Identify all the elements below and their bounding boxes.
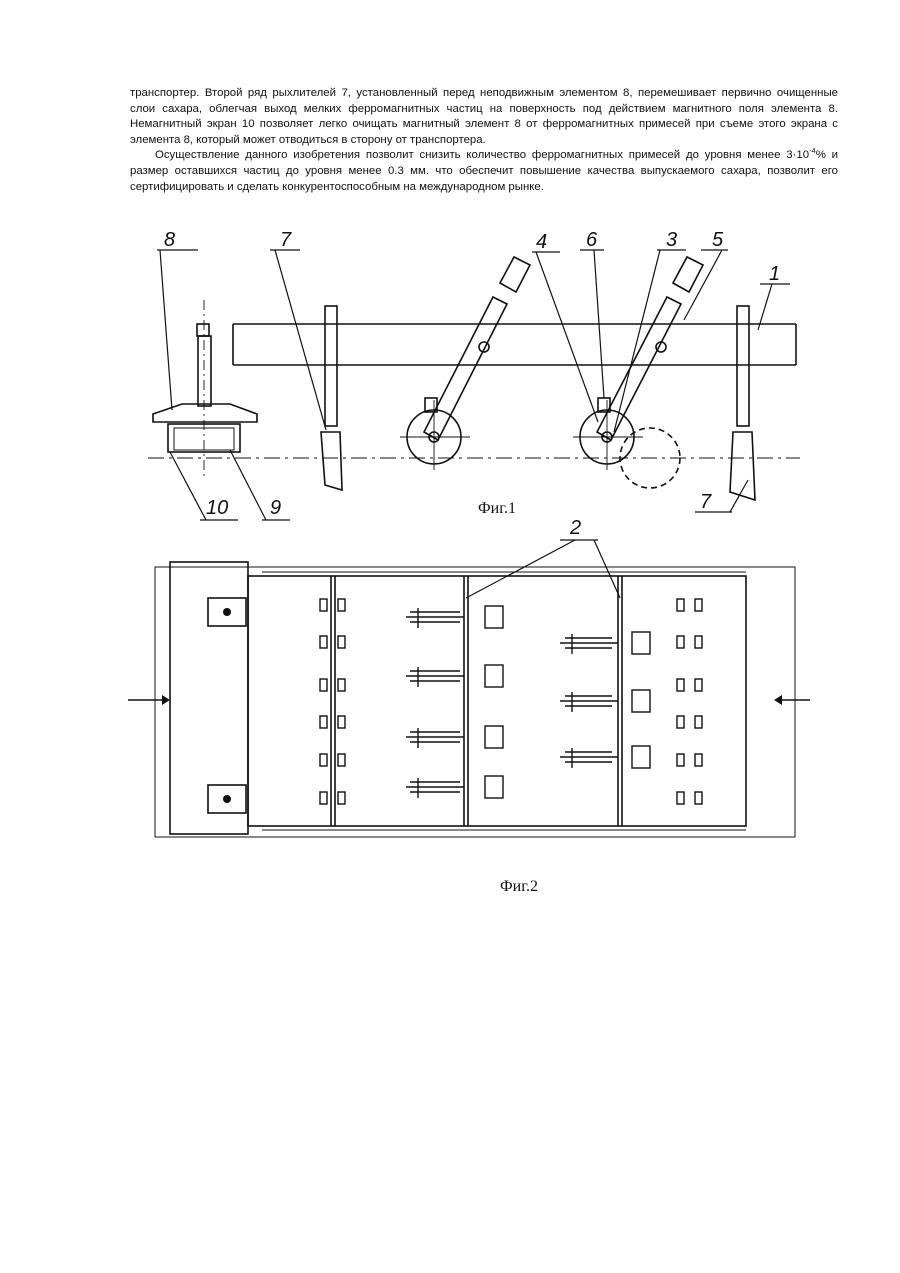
leader-7a [275, 250, 326, 430]
fig2-small-tooth [695, 754, 702, 766]
fig2-small-tooth [695, 599, 702, 611]
label-7b: 7 [700, 491, 712, 513]
magnet-stem [198, 336, 211, 406]
leader-2b [594, 540, 620, 598]
fig2-small-tooth [320, 599, 327, 611]
fig2-small-tooth [338, 754, 345, 766]
fig2-small-tooth [320, 716, 327, 728]
leader-10 [170, 452, 206, 520]
fig2-small-tooth [677, 599, 684, 611]
fig2-ripper-block [485, 665, 503, 687]
label-2: 2 [569, 517, 581, 539]
label-8: 8 [164, 229, 175, 251]
fig2-mount-top-bolt [223, 608, 231, 616]
leader-7b [730, 480, 748, 512]
label-6: 6 [586, 229, 598, 251]
fig2-ripper-block [485, 606, 503, 628]
leader-5 [684, 250, 722, 320]
fig2-rippers [320, 599, 702, 804]
figure-1-caption: Фиг.1 [478, 500, 516, 518]
fig2-small-tooth [695, 716, 702, 728]
leader-4 [536, 252, 598, 422]
fig2-ripper-block [485, 726, 503, 748]
fig2-small-tooth [677, 716, 684, 728]
fig2-conveyor [248, 576, 746, 826]
fig2-ripper-block [632, 690, 650, 712]
label-5: 5 [712, 229, 724, 251]
fig2-mount-bottom-bolt [223, 795, 231, 803]
arm-middle-tip [673, 257, 703, 292]
fig2-small-tooth [338, 636, 345, 648]
leader-2a [466, 540, 575, 598]
leader-8 [160, 250, 172, 410]
magnet-cap [197, 324, 209, 336]
leader-3 [614, 250, 660, 432]
label-9: 9 [270, 497, 281, 519]
leader-1 [758, 284, 772, 330]
fig2-end-block [170, 562, 248, 834]
fig2-small-tooth [695, 636, 702, 648]
fig2-small-tooth [320, 636, 327, 648]
fig2-arrowhead-in [162, 695, 170, 705]
arm-middle [597, 297, 681, 440]
leader-9 [230, 450, 266, 520]
label-4: 4 [536, 231, 547, 253]
fig2-frame [155, 567, 795, 837]
fig2-ripper-block [485, 776, 503, 798]
figure-2-caption: Фиг.2 [500, 878, 538, 896]
label-3: 3 [666, 229, 677, 251]
fig2-arrowhead-out [774, 695, 782, 705]
fig2-small-tooth [677, 754, 684, 766]
fig2-small-tooth [695, 792, 702, 804]
fig2-small-tooth [677, 636, 684, 648]
fig2-small-tooth [320, 792, 327, 804]
fig2-ripper-block [632, 632, 650, 654]
fig2-small-tooth [338, 599, 345, 611]
ripper-blade-left [321, 432, 342, 490]
label-1: 1 [769, 263, 780, 285]
fig2-small-tooth [320, 679, 327, 691]
label-10: 10 [206, 497, 228, 519]
fig2-small-tooth [338, 679, 345, 691]
label-7a: 7 [280, 229, 292, 251]
fig2-small-tooth [320, 754, 327, 766]
fig2-ripper-block [632, 746, 650, 768]
fig2-small-tooth [338, 716, 345, 728]
arm-left [424, 297, 507, 440]
fig2-small-tooth [677, 679, 684, 691]
fig2-small-tooth [338, 792, 345, 804]
fig2-small-tooth [695, 679, 702, 691]
arm-left-tip [500, 257, 530, 292]
fig2-small-tooth [677, 792, 684, 804]
